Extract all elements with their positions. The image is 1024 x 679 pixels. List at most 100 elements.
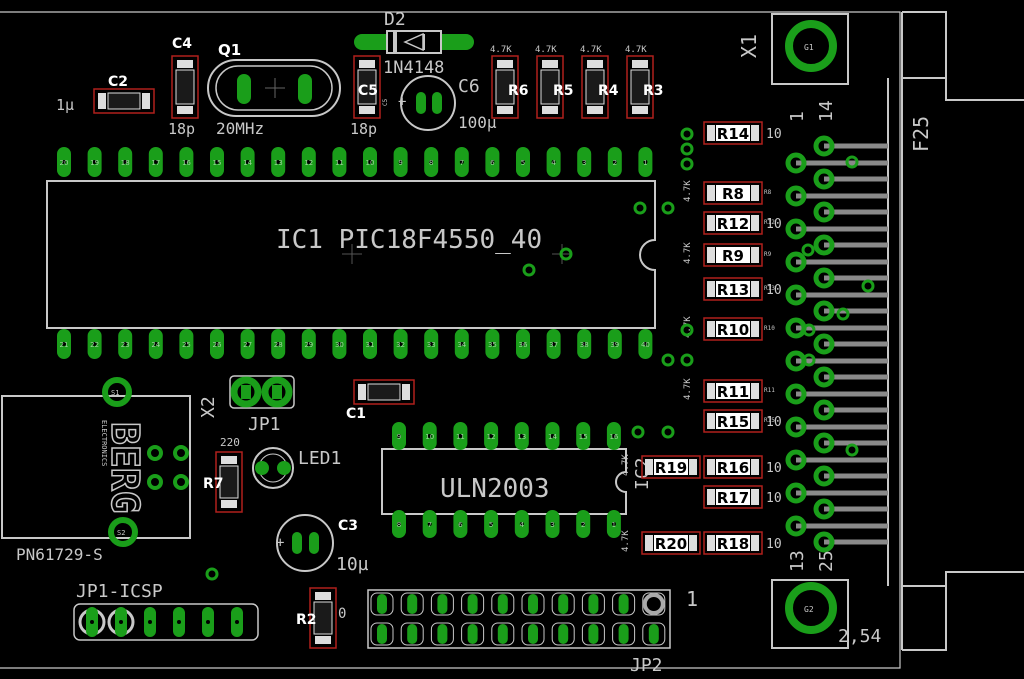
resistor-small-label: R15 <box>764 417 775 424</box>
ic1-pin: 38 <box>577 329 592 359</box>
r4-value: 4.7K <box>580 45 602 55</box>
ic2-pin: 5 <box>484 510 499 538</box>
resistor-ref: R17 <box>717 489 749 507</box>
ic1-pin-number: 10 <box>366 159 375 167</box>
ic1-pin-number: 40 <box>641 341 650 349</box>
ic1-pin: 35 <box>485 329 500 359</box>
ic1-pin-number: 8 <box>429 159 433 167</box>
usb-ref: PN61729-S <box>16 545 103 564</box>
usb-brand-sub: ELECTRONICS <box>100 420 108 466</box>
resistor-value: 4.7K <box>683 378 693 400</box>
ic2-pin-number: 4 <box>520 521 525 529</box>
ic1-pin-number: 5 <box>521 159 525 167</box>
ic1-pin: 32 <box>393 329 408 359</box>
ic2-pin: 3 <box>545 510 560 538</box>
ic1-pin-number: 31 <box>366 341 375 349</box>
r5-resistor: 4.7K R5 <box>535 45 574 119</box>
ic1-pin-number: 17 <box>151 159 160 167</box>
ic1-pin: 40 <box>638 329 653 359</box>
ic1-pin-number: 28 <box>274 341 283 349</box>
ic2-pin: 12 <box>484 422 499 450</box>
ic1-pin: 2 <box>607 147 622 177</box>
ic1-pin-number: 12 <box>304 159 313 167</box>
ic1-pin-number: 11 <box>335 159 344 167</box>
ic2-pin: 13 <box>514 422 529 450</box>
c6-ref: C6 <box>458 76 480 97</box>
ic1-body <box>46 180 656 329</box>
ic2-pin: 15 <box>576 422 591 450</box>
icsp-ref: JP1-ICSP <box>76 581 163 602</box>
icsp-header: JP1-ICSP <box>73 581 259 641</box>
ic1-pin: 33 <box>424 329 439 359</box>
ic2-body <box>381 448 627 515</box>
ic1-pin: 20 <box>57 147 71 177</box>
ic2-pin-number: 10 <box>425 433 434 441</box>
ic1-pin: 26 <box>210 329 224 359</box>
r2-resistor: R2 0 <box>296 587 346 649</box>
c1-capacitor: C1 <box>346 379 415 422</box>
ic1-pin-number: 33 <box>427 341 436 349</box>
ic1-pin: 39 <box>607 329 622 359</box>
ic1-pin-number: 22 <box>90 341 99 349</box>
ic2-pin: 16 <box>606 422 621 450</box>
ic1-pin: 4 <box>546 147 561 177</box>
resistor-ref: R16 <box>717 459 749 477</box>
ic2-pin-number: 6 <box>458 521 463 529</box>
ic2-pin-number: 14 <box>548 433 557 441</box>
ic2-pin-number: 3 <box>550 521 554 529</box>
r5-value: 4.7K <box>535 45 557 55</box>
c2-capacitor: C2 1µ <box>56 74 155 114</box>
ic1-pin: 23 <box>118 329 133 359</box>
d2-value: 1N4148 <box>383 58 444 78</box>
ic2-label: ULN2003 <box>440 474 550 504</box>
r2-value: 0 <box>338 606 346 622</box>
ic1-pin-number: 16 <box>182 159 191 167</box>
c4-capacitor: C4 18p <box>168 36 199 138</box>
svg-text:+: + <box>276 535 284 551</box>
f25-connector: F25 1 14 13 25 2,54 <box>785 11 1024 651</box>
r2-ref: R2 <box>296 612 317 628</box>
ic1-pin-number: 23 <box>121 341 130 349</box>
r5-ref: R5 <box>553 83 574 99</box>
x2-ref: X2 <box>198 396 219 418</box>
ic1-pin: 6 <box>485 147 500 177</box>
g2-label: G2 <box>804 605 814 614</box>
ic2-pin-number: 13 <box>517 433 526 441</box>
c6-capacitor: + C6 100µ <box>398 75 497 132</box>
ic2-pin-number: 2 <box>581 521 585 529</box>
q1-ref: Q1 <box>218 41 241 59</box>
ic1-pin: 11 <box>332 147 347 177</box>
ic2-pin-number: 16 <box>609 433 618 441</box>
ic1-pin-number: 7 <box>460 159 464 167</box>
ic1-pin: 8 <box>424 147 439 177</box>
ic1-pin-number: 36 <box>519 341 528 349</box>
board-outline <box>0 11 901 669</box>
r3-value: 4.7K <box>625 45 647 55</box>
ic1-pin-number: 2 <box>613 159 617 167</box>
ic1-pin-number: 14 <box>243 159 252 167</box>
ic1-pin-number: 34 <box>457 341 466 349</box>
resistor-value: 10 <box>766 461 782 476</box>
resistor-value: 10 <box>766 415 782 430</box>
d2-diode: D2 1N4148 <box>354 9 474 78</box>
resistor-ref: R13 <box>717 281 749 299</box>
ic1-pin: 19 <box>87 147 102 177</box>
r3-resistor: 4.7K R3 <box>625 45 664 119</box>
f25-pin-1: 1 <box>787 111 808 122</box>
c5-value: 18p <box>350 120 377 138</box>
c3-capacitor: + C3 10µ <box>276 514 369 575</box>
ic2-pin-number: 12 <box>487 433 496 441</box>
resistor-r16: R16 10 <box>703 455 782 479</box>
ic1-pin: 12 <box>301 147 316 177</box>
ic2-pin: 6 <box>453 510 468 538</box>
r3-ref: R3 <box>643 83 664 99</box>
f25-pin-14: 14 <box>816 100 837 122</box>
c6-value: 100µ <box>458 113 497 132</box>
